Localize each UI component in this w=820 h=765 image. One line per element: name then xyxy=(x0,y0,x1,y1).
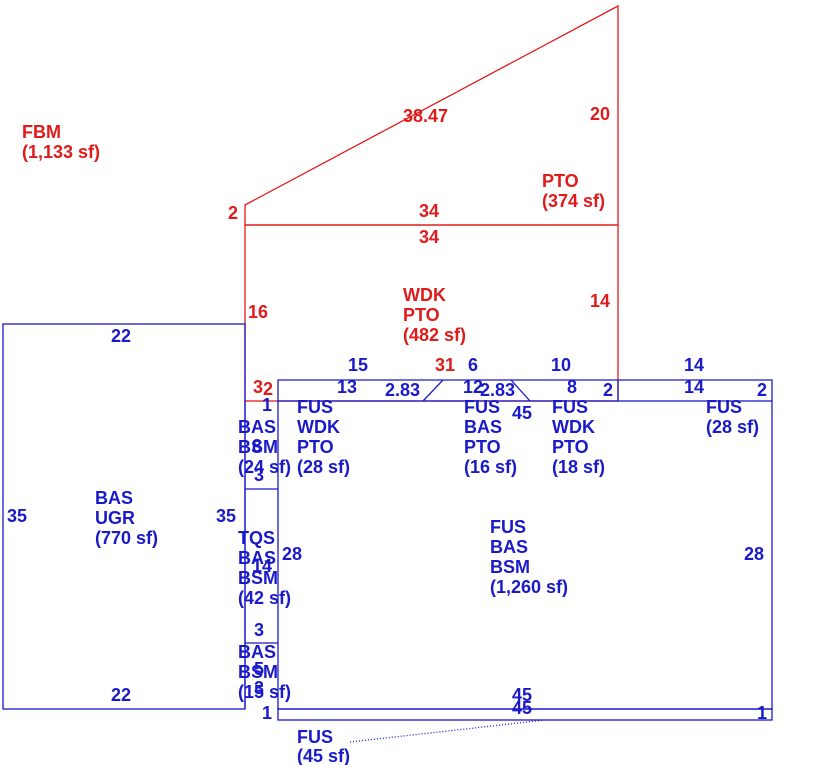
dim-1-right: 1 xyxy=(757,703,767,723)
dim-2-83-b: 2.83 xyxy=(480,380,515,400)
dim-13: 13 xyxy=(337,377,357,397)
fus-45-leader xyxy=(349,719,546,743)
dim-3-b: 3 xyxy=(254,620,264,640)
dim-10: 10 xyxy=(551,355,571,375)
dim-22-top: 22 xyxy=(111,326,131,346)
dim-20: 20 xyxy=(590,104,610,124)
dim-3-a: 3 xyxy=(254,465,264,485)
dim-8-strip: 8 xyxy=(252,436,262,456)
dim-28-right: 28 xyxy=(744,544,764,564)
strip-diag-2 xyxy=(510,379,531,402)
dim-14-right: 14 xyxy=(590,291,610,311)
dim-12: 12 xyxy=(463,377,483,397)
dim-14-top: 14 xyxy=(684,355,704,375)
area-fus-28: FUS (28 sf) xyxy=(706,397,759,437)
dim-2-83-a: 2.83 xyxy=(385,380,420,400)
area-tqs-bas-bsm: TQS BAS BSM (42 sf) xyxy=(238,528,291,608)
dim-34-b: 34 xyxy=(419,227,439,247)
dim-35-left: 35 xyxy=(7,506,27,526)
dim-28-left: 28 xyxy=(282,544,302,564)
area-fus-bas-bsm: FUS BAS BSM (1,260 sf) xyxy=(490,517,568,597)
area-bas-bsm-15: BAS BSM (15 sf) xyxy=(238,642,291,702)
dim-15: 15 xyxy=(348,355,368,375)
dim-1-top: 1 xyxy=(262,395,272,415)
bottom-fus-strip xyxy=(277,708,773,721)
dim-35-right: 35 xyxy=(216,506,236,526)
dim-38-47: 38.47 xyxy=(403,106,448,126)
area-wdk-pto: WDK PTO (482 sf) xyxy=(403,285,466,345)
dim-31: 31 xyxy=(435,355,455,375)
dim-2-mid: 2 xyxy=(603,380,613,400)
dim-3-c: 3 xyxy=(254,678,264,698)
dim-45-b: 45 xyxy=(512,685,532,705)
dim-14-inner: 14 xyxy=(684,377,704,397)
dim-2-left: 2 xyxy=(228,203,238,223)
dim-3-corner: 3 xyxy=(253,377,263,397)
dim-2-corner: 2 xyxy=(263,379,273,399)
top-strip-outline xyxy=(277,379,773,401)
dim-45-a: 45 xyxy=(512,403,532,423)
lower-outlines xyxy=(2,323,773,743)
area-fus-wdk-pto-18: FUS WDK PTO (18 sf) xyxy=(552,397,605,477)
area-labels: FBM (1,133 sf) PTO (374 sf) WDK PTO (482… xyxy=(22,122,759,765)
dim-6: 6 xyxy=(468,355,478,375)
strip-diag-1 xyxy=(422,379,444,402)
area-bas-ugr: BAS UGR (770 sf) xyxy=(95,488,158,548)
dimension-labels: 38.47 20 2 34 34 16 14 31 2 3 22 22 35 3… xyxy=(7,104,767,723)
dim-45-c: 45 xyxy=(512,698,532,718)
area-fus-45: FUS (45 sf) xyxy=(297,727,350,765)
dim-14-strip: 14 xyxy=(252,556,272,576)
dim-2-far: 2 xyxy=(757,380,767,400)
area-fbm: FBM (1,133 sf) xyxy=(22,122,100,162)
area-fus-wdk-pto-28: FUS WDK PTO (28 sf) xyxy=(297,397,350,477)
dim-16: 16 xyxy=(248,302,268,322)
dim-8: 8 xyxy=(567,377,577,397)
area-fus-bas-pto-16: FUS BAS PTO (16 sf) xyxy=(464,397,517,477)
dim-34-a: 34 xyxy=(419,201,439,221)
dim-22-bottom: 22 xyxy=(111,685,131,705)
area-pto-top: PTO (374 sf) xyxy=(542,171,605,211)
area-bas-bsm-24: BAS BSM (24 sf) xyxy=(238,417,291,477)
dim-1-left: 1 xyxy=(262,703,272,723)
dim-5: 5 xyxy=(254,659,264,679)
